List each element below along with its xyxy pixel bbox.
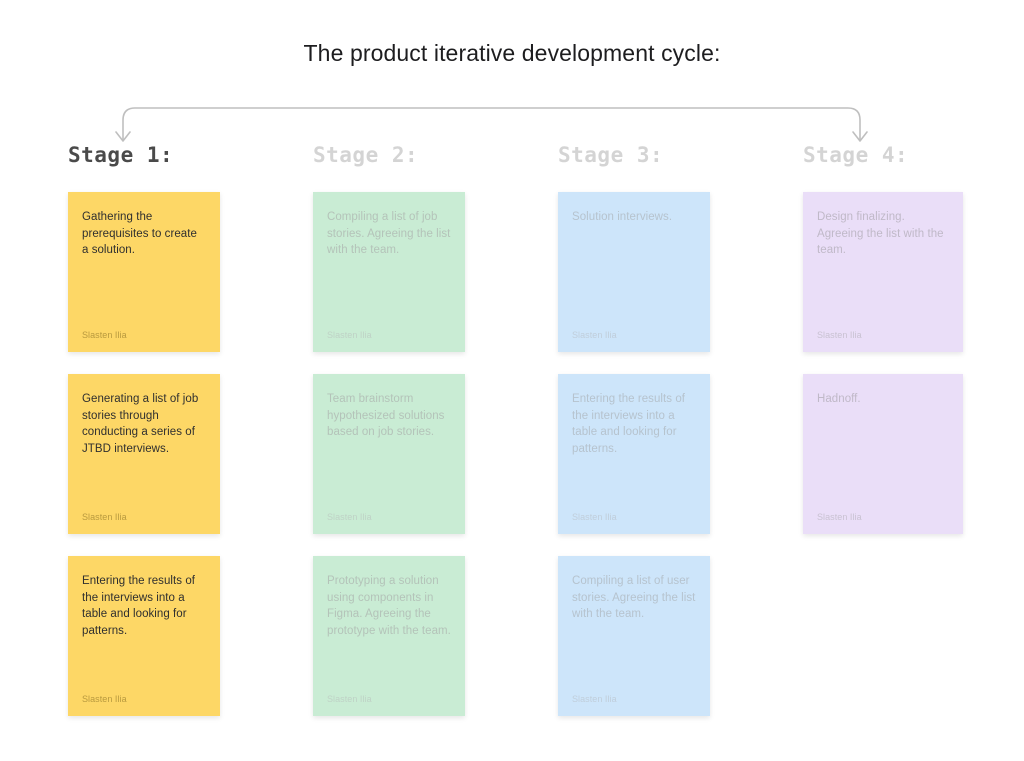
card-text: Solution interviews. — [572, 211, 673, 223]
page-title: The product iterative development cycle: — [303, 40, 721, 66]
card-text: Team brainstorm hypothesized solutions b… — [327, 393, 445, 438]
card[interactable]: Design finalizing. Agreeing the list wit… — [803, 192, 963, 352]
card-text: Compiling a list of user stories. Agreei… — [572, 575, 696, 620]
column-stage-3: Stage 3: Solution interviews. Slasten Il… — [558, 143, 803, 716]
card-stack-stage-1: Gathering the prerequisites to create a … — [68, 192, 313, 716]
card-text: Entering the results of the interviews i… — [572, 393, 686, 455]
card-author: Slasten Ilia — [82, 330, 127, 340]
card-text: Gathering the prerequisites to create a … — [82, 211, 197, 256]
card-stack-stage-2: Compiling a list of job stories. Agreein… — [313, 192, 558, 716]
card-author: Slasten Ilia — [817, 512, 862, 522]
card[interactable]: Solution interviews. Slasten Ilia — [558, 192, 710, 352]
column-header-stage-4: Stage 4: — [803, 143, 909, 167]
column-stage-1: Stage 1: Gathering the prerequisites to … — [68, 143, 313, 716]
card[interactable]: Hadnoff. Slasten Ilia — [803, 374, 963, 534]
iteration-loop-arrow-icon — [115, 107, 868, 142]
column-header-stage-1: Stage 1: — [68, 143, 174, 167]
card-text: Design finalizing. Agreeing the list wit… — [817, 211, 944, 256]
column-stage-2: Stage 2: Compiling a list of job stories… — [313, 143, 558, 716]
card[interactable]: Team brainstorm hypothesized solutions b… — [313, 374, 465, 534]
card[interactable]: Gathering the prerequisites to create a … — [68, 192, 220, 352]
card[interactable]: Prototyping a solution using components … — [313, 556, 465, 716]
card-author: Slasten Ilia — [572, 694, 617, 704]
card-author: Slasten Ilia — [327, 512, 372, 522]
card-text: Generating a list of job stories through… — [82, 393, 199, 455]
column-header-stage-2: Stage 2: — [313, 143, 419, 167]
card-author: Slasten Ilia — [572, 330, 617, 340]
card[interactable]: Generating a list of job stories through… — [68, 374, 220, 534]
card[interactable]: Entering the results of the interviews i… — [68, 556, 220, 716]
card-text: Entering the results of the interviews i… — [82, 575, 196, 637]
card-author: Slasten Ilia — [82, 694, 127, 704]
card-text: Compiling a list of job stories. Agreein… — [327, 211, 451, 256]
card-author: Slasten Ilia — [327, 694, 372, 704]
card[interactable]: Compiling a list of user stories. Agreei… — [558, 556, 710, 716]
card[interactable]: Compiling a list of job stories. Agreein… — [313, 192, 465, 352]
card-text: Hadnoff. — [817, 393, 861, 405]
card[interactable]: Entering the results of the interviews i… — [558, 374, 710, 534]
column-stage-4: Stage 4: Design finalizing. Agreeing the… — [803, 143, 968, 716]
card-author: Slasten Ilia — [82, 512, 127, 522]
card-author: Slasten Ilia — [572, 512, 617, 522]
card-author: Slasten Ilia — [327, 330, 372, 340]
card-author: Slasten Ilia — [817, 330, 862, 340]
column-header-stage-3: Stage 3: — [558, 143, 664, 167]
card-text: Prototyping a solution using components … — [327, 575, 451, 637]
card-stack-stage-3: Solution interviews. Slasten Ilia Enteri… — [558, 192, 803, 716]
card-stack-stage-4: Design finalizing. Agreeing the list wit… — [803, 192, 968, 534]
stage-board: Stage 1: Gathering the prerequisites to … — [68, 143, 968, 716]
